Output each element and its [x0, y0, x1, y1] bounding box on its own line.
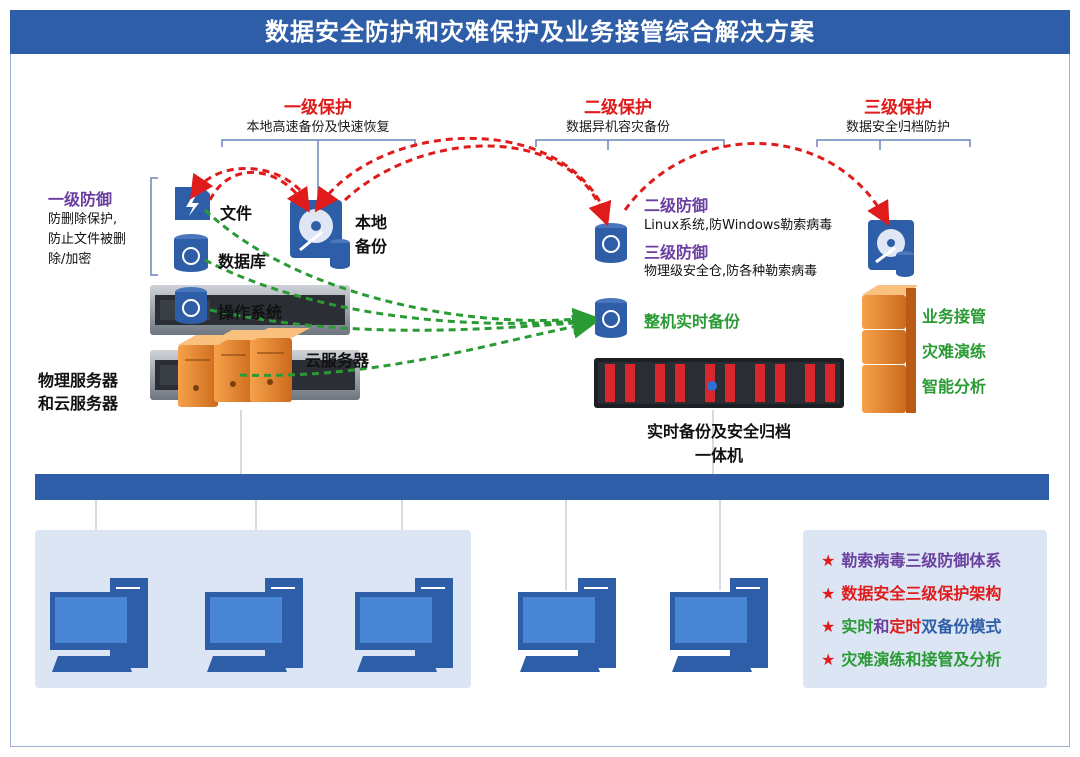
legend-item-2: ★ 数据安全三级保护架构: [821, 580, 1001, 604]
star-icon: ★: [821, 650, 836, 669]
star-icon: ★: [821, 551, 836, 570]
realtime-backup-label: 整机实时备份: [644, 312, 741, 331]
legend-item-1: ★ 勒索病毒三级防御体系: [821, 547, 1001, 571]
appliance-label-2: 一体机: [694, 446, 743, 465]
diagram-title: 数据安全防护和灾难保护及业务接管综合解决方案: [10, 10, 1070, 54]
arc-local-to-level2: [343, 144, 612, 227]
level3-title: 三级保护: [864, 98, 932, 118]
level2-title: 二级保护: [584, 98, 652, 118]
arc-local-backup-to-file: [189, 167, 302, 200]
level-brackets: [150, 139, 971, 276]
local-backup-label-2: 备份: [355, 237, 388, 256]
cloud-server-towers: [178, 328, 310, 407]
linux-backup-db-icon: [595, 223, 627, 263]
defense1-line1: 防删除保护,: [48, 212, 118, 227]
red-protection-arcs: [189, 136, 890, 227]
servers-label-1: 物理服务器: [38, 371, 119, 390]
database-icon-db: [174, 234, 208, 272]
level1-title: 一级保护: [284, 98, 352, 118]
level1-desc: 本地高速备份及快速恢复: [246, 120, 390, 135]
computer-icon-1: [50, 578, 148, 672]
defense1-line3: 除/加密: [48, 252, 92, 267]
computer-icon-5: [670, 578, 768, 672]
star-icon: ★: [821, 617, 836, 636]
arc-level2-to-level3: [623, 142, 890, 226]
computer-icon-3: [355, 578, 453, 672]
bracket-defense1: [150, 177, 158, 276]
service-analysis: 智能分析: [922, 377, 987, 396]
database-icon-os: [175, 287, 207, 324]
database-label: 数据库: [218, 252, 267, 271]
bracket-level2: [535, 139, 725, 150]
legend-item-3: ★ 实时和定时双备份模式: [821, 613, 1001, 637]
computer-icon-4: [518, 578, 616, 672]
defense2-title: 二级防御: [644, 196, 709, 215]
legend-text-3a: 实时: [841, 617, 874, 636]
level3-desc: 数据安全归档防护: [845, 120, 950, 135]
level2-desc: 数据异机容灾备份: [565, 120, 670, 135]
os-label: 操作系统: [218, 303, 283, 322]
defense1-line2: 防止文件被删: [48, 232, 127, 247]
defense1-title: 一级防御: [48, 190, 113, 209]
green-realtime-curves: [203, 208, 597, 377]
network-bar: [35, 474, 1049, 500]
legend-text-4: 灾难演练和接管及分析: [841, 650, 1002, 669]
appliance-label-1: 实时备份及安全归档: [646, 422, 791, 441]
service-takeover: 业务接管: [922, 307, 987, 326]
legend-text-3c: 定时: [889, 617, 922, 636]
cloud-server-label: 云服务器: [305, 351, 370, 370]
legend-panel: ★ 勒索病毒三级防御体系 ★ 数据安全三级保护架构 ★ 实时和定时双备份模式 ★ 灾难演…: [803, 530, 1047, 688]
legend-text-2: 数据安全三级保护架构: [841, 584, 1002, 603]
legend-text-3b: 和: [873, 617, 890, 636]
defense3-desc: 物理级安全仓,防各种勒索病毒: [644, 264, 818, 279]
legend-item-4: ★ 灾难演练和接管及分析: [821, 646, 1001, 670]
realtime-backup-db-icon: [595, 298, 627, 338]
legend-text-3d: 双备份模式: [921, 617, 1002, 636]
file-label: 文件: [220, 204, 253, 223]
servers-label-2: 和云服务器: [38, 394, 119, 413]
local-backup-disk-icon: [290, 200, 350, 269]
backup-appliance: [594, 358, 844, 408]
archive-disk-icon: [868, 220, 914, 277]
arc-file-to-local-backup: [208, 171, 310, 213]
bracket-level3: [816, 139, 971, 150]
computer-icon-2: [205, 578, 303, 672]
defense2-desc: Linux系统,防Windows勒索病毒: [644, 218, 833, 233]
service-server-stack: [862, 285, 918, 413]
defense3-title: 三级防御: [644, 243, 709, 262]
legend-text-1: 勒索病毒三级防御体系: [841, 551, 1002, 570]
local-backup-label-1: 本地: [355, 213, 388, 232]
service-drill: 灾难演练: [922, 342, 987, 361]
star-icon: ★: [821, 584, 836, 603]
